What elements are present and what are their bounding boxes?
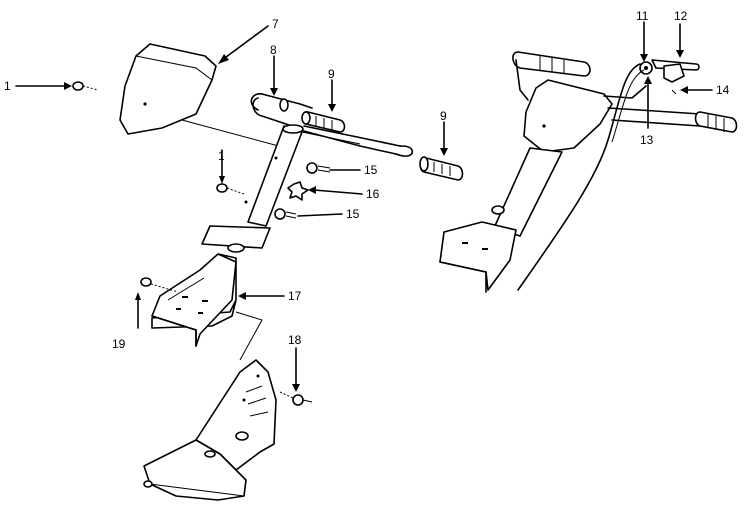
callout-17: 17 (288, 289, 302, 303)
nut-part-15a (306, 162, 331, 174)
knob-part-16 (287, 181, 309, 201)
callout-9b: 9 (440, 109, 447, 123)
callout-14: 14 (716, 83, 730, 97)
callout-8: 8 (270, 43, 277, 57)
nut-part-18 (279, 391, 313, 406)
callout-15a: 15 (364, 163, 378, 177)
callout-1a: 1 (4, 79, 11, 93)
assembled-view (439, 51, 738, 293)
callout-12: 12 (674, 9, 688, 23)
shield-panel (119, 43, 217, 135)
leader-bracket-to-base (235, 311, 263, 361)
callout-1b: 1 (218, 149, 225, 163)
callout-7: 7 (272, 17, 279, 31)
grip-part-9b (419, 156, 464, 181)
callout-13: 13 (640, 133, 654, 147)
callout-18: 18 (288, 333, 302, 347)
grip-part-9a (301, 111, 346, 133)
bolt-part-1b (216, 149, 245, 195)
screw-part-1a (72, 81, 99, 91)
callout-11: 11 (636, 9, 649, 23)
leader-lines (15, 21, 713, 392)
base-plate (143, 359, 277, 501)
clamp-plate (201, 225, 271, 253)
nut-part-15b (274, 208, 297, 220)
callout-9a: 9 (328, 67, 335, 81)
callout-19: 19 (112, 337, 126, 351)
bolt-part-19 (135, 277, 179, 329)
callout-labels: 1 7 8 9 9 1 15 16 15 17 19 18 11 12 14 1… (4, 9, 730, 351)
steering-tube (244, 124, 361, 227)
callout-16: 16 (366, 187, 380, 201)
bracket-part-17 (151, 253, 237, 347)
leader-shield-to-tube (181, 119, 287, 149)
callout-15b: 15 (346, 207, 360, 221)
